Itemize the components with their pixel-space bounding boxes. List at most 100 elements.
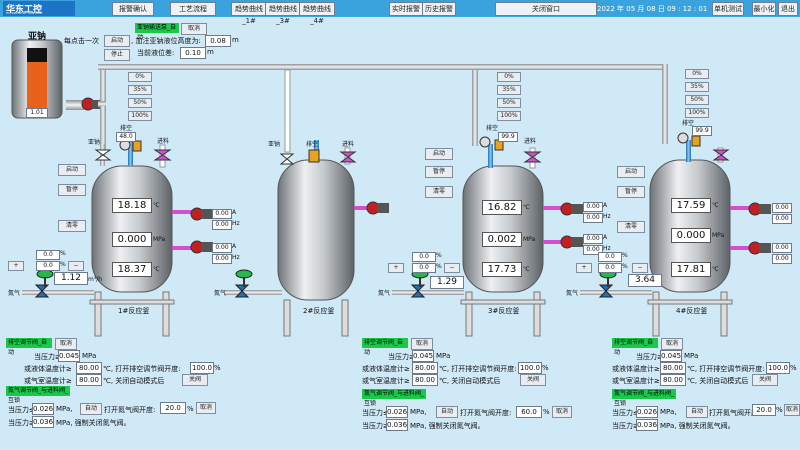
c3-close-valve-button[interactable]: 关阀 xyxy=(752,374,778,386)
c2-n2-pct-value[interactable]: 60.0 xyxy=(516,406,542,418)
feed-start-button[interactable]: 启动 xyxy=(104,35,130,47)
feed-stop-button[interactable]: 停止 xyxy=(104,49,130,61)
r4-pct-50-button[interactable]: 50% xyxy=(685,95,709,105)
c2-p-value[interactable]: 0.045 xyxy=(412,350,434,362)
r4-setpoint-a[interactable]: 0.0 xyxy=(598,252,622,262)
r1-valve-open-value: 48.0 xyxy=(116,132,136,142)
r1-pct-35-button[interactable]: 35% xyxy=(128,85,152,95)
r4-clear-button[interactable]: 清零 xyxy=(617,221,645,233)
r1-minus-button[interactable]: − xyxy=(68,261,84,271)
process-flow-button[interactable]: 工艺流程 xyxy=(170,2,216,16)
r1-motor2-unit-hz: Hz xyxy=(232,254,240,261)
r3-temp2-value: 17.73 xyxy=(482,262,522,277)
c2-close-valve-button[interactable]: 关阀 xyxy=(520,374,546,386)
c3-open-temp[interactable]: 80.00 xyxy=(660,362,686,374)
c2-n2-force-value[interactable]: 0.036 xyxy=(386,419,408,431)
c1-open-pct[interactable]: 100.0 xyxy=(190,362,214,374)
r3-plus-button[interactable]: + xyxy=(388,263,404,273)
c1-n2-p-value[interactable]: 0.026 xyxy=(32,403,54,415)
c2-vac-cancel-button[interactable]: 取消 xyxy=(411,338,433,350)
r4-valve-open-value: 99.9 xyxy=(692,126,712,136)
c3-n2-pct-value[interactable]: 20.0 xyxy=(752,404,776,416)
c1-close-valve-button[interactable]: 关阀 xyxy=(182,374,208,386)
r4-start-button[interactable]: 启动 xyxy=(617,166,645,178)
c3-vac-cancel-button[interactable]: 取消 xyxy=(661,338,683,350)
r1-exhaust-label: 排空 xyxy=(120,125,133,132)
feed-cancel-button[interactable]: 取消 xyxy=(181,23,207,35)
c1-open-temp[interactable]: 80.00 xyxy=(76,362,102,374)
c1-vac-cancel-button[interactable]: 取消 xyxy=(55,338,77,350)
r3-motor1-unit-a: A xyxy=(603,202,608,209)
r1-setpoint-a-unit: % xyxy=(60,250,66,257)
c3-n2-p-value[interactable]: 0.026 xyxy=(636,406,658,418)
c3-close-text: ℃, 关闭自动模式后 xyxy=(687,377,749,385)
c1-vac-auto-tag: 排空调节阀_自动 xyxy=(6,338,52,356)
r3-setpoint-a[interactable]: 0.0 xyxy=(412,252,436,262)
r3-pressure-unit: MPa xyxy=(523,236,536,243)
reactor-3 xyxy=(392,136,583,337)
r1-start-button[interactable]: 启动 xyxy=(58,164,86,176)
r1-setpoint-a[interactable]: 0.0 xyxy=(36,250,60,260)
c1-n2-open-label: 打开氮气阀开度: xyxy=(104,406,156,414)
r4-pct-100-button[interactable]: 100% xyxy=(685,108,709,118)
c3-p-value[interactable]: 0.045 xyxy=(660,350,682,362)
r1-plus-button[interactable]: + xyxy=(8,261,24,271)
c1-p-value[interactable]: 0.045 xyxy=(58,350,80,362)
r1-pause-button[interactable]: 暂停 xyxy=(58,184,86,196)
header-pipe xyxy=(98,64,668,70)
r4-pct-35-button[interactable]: 35% xyxy=(685,82,709,92)
r1-pct-0-button[interactable]: 0% xyxy=(128,72,152,82)
c3-n2-cancel-button[interactable]: 取消 xyxy=(784,404,800,416)
c3-close-label: 或气室温度计≥ xyxy=(612,377,660,385)
r3-pause-button[interactable]: 暂停 xyxy=(425,166,453,178)
r3-pct-100-button[interactable]: 100% xyxy=(497,111,521,121)
c3-n2-open-label: 打开氮气阀开度: xyxy=(709,409,761,417)
c3-open-pct[interactable]: 100.0 xyxy=(766,362,790,374)
trend-4-button[interactable]: 趋势曲线_4# xyxy=(299,2,335,25)
c2-open-temp[interactable]: 80.00 xyxy=(412,362,438,374)
close-window-button[interactable]: 关闭窗口 xyxy=(495,2,597,16)
r3-clear-button[interactable]: 清零 xyxy=(425,186,453,198)
r1-pct-50-button[interactable]: 50% xyxy=(128,98,152,108)
r4-pause-button[interactable]: 暂停 xyxy=(617,186,645,198)
realtime-alarm-button[interactable]: 实时报警 xyxy=(389,2,423,16)
r3-pct-0-button[interactable]: 0% xyxy=(497,72,521,82)
c3-close-temp[interactable]: 80.00 xyxy=(660,374,686,386)
c3-n2-auto-button[interactable]: 自动 xyxy=(686,406,708,418)
r3-pct-35-button[interactable]: 35% xyxy=(497,85,521,95)
c1-n2-auto-button[interactable]: 自动 xyxy=(80,403,102,415)
c2-open-pct[interactable]: 100.0 xyxy=(518,362,542,374)
c1-n2-cancel-button[interactable]: 取消 xyxy=(196,402,216,414)
c1-close-temp[interactable]: 80.00 xyxy=(76,374,102,386)
c2-n2-p-value[interactable]: 0.026 xyxy=(386,406,408,418)
r3-setpoint-b[interactable]: 0.0 xyxy=(412,263,436,273)
r4-pct-0-button[interactable]: 0% xyxy=(685,69,709,79)
r3-minus-button[interactable]: − xyxy=(444,263,460,273)
r4-flow-value: 3.64 xyxy=(628,274,662,287)
feed-increment-value[interactable]: 0.08 xyxy=(205,35,231,47)
c1-n2-pct-value[interactable]: 20.0 xyxy=(160,402,186,414)
r3-start-button[interactable]: 启动 xyxy=(425,148,453,160)
c1-n2-force-value[interactable]: 0.036 xyxy=(32,416,54,428)
c2-close-temp[interactable]: 80.00 xyxy=(412,374,438,386)
single-test-button[interactable]: 单机测试 xyxy=(712,2,744,16)
r4-minus-button[interactable]: − xyxy=(632,263,648,273)
c3-n2-force-value[interactable]: 0.036 xyxy=(636,419,658,431)
r3-temp-unit: ℃ xyxy=(523,204,530,211)
c1-n2-force-text: MPa, 强制关闭氮气阀。 xyxy=(56,419,131,427)
r4-plus-button[interactable]: + xyxy=(576,263,592,273)
c2-p-unit: MPa xyxy=(436,352,451,360)
r1-setpoint-b[interactable]: 0.0 xyxy=(36,261,60,271)
history-alarm-button[interactable]: 历史报警 xyxy=(422,2,456,16)
feed-pump-auto-tag: 亚钠输送泵_自动 xyxy=(135,23,179,41)
alarm-ack-button[interactable]: 报警确认 xyxy=(112,2,154,16)
r3-pct-50-button[interactable]: 50% xyxy=(497,98,521,108)
c2-n2-cancel-button[interactable]: 取消 xyxy=(552,406,572,418)
exit-button[interactable]: 退出 xyxy=(778,2,798,16)
r4-setpoint-b[interactable]: 0.0 xyxy=(598,263,622,273)
r1-temp2-unit: ℃ xyxy=(153,266,160,273)
c2-n2-auto-button[interactable]: 自动 xyxy=(436,406,458,418)
r1-pct-100-button[interactable]: 100% xyxy=(128,111,152,121)
r1-clear-button[interactable]: 清零 xyxy=(58,220,86,232)
minimize-button[interactable]: 最小化 xyxy=(752,2,776,16)
